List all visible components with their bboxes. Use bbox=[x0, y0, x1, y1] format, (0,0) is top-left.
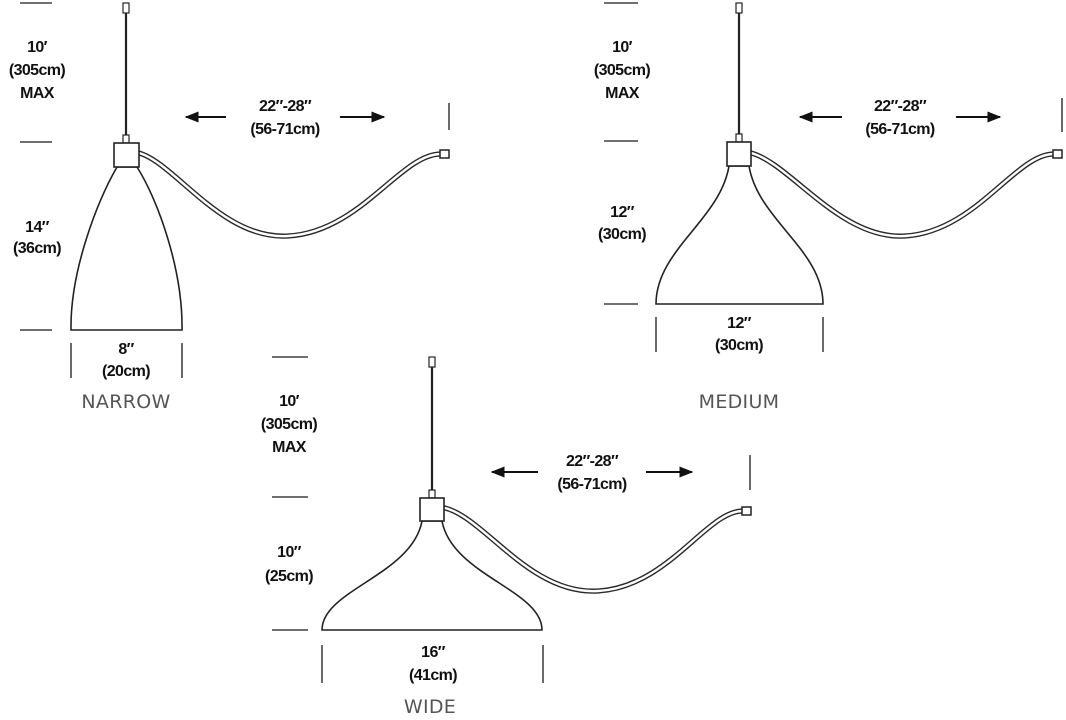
height-cm-label: (30cm) bbox=[598, 226, 646, 243]
power-cord bbox=[748, 150, 1056, 239]
width-label: 12″ bbox=[727, 315, 752, 332]
socket-housing bbox=[726, 141, 752, 167]
rod-length-cm-label: (305cm) bbox=[9, 62, 66, 79]
cord-length-label: 22″-28″ bbox=[259, 98, 312, 115]
rod-length-cm-label: (305cm) bbox=[594, 62, 651, 79]
cord-plug bbox=[1052, 149, 1063, 159]
cord-length-cm-label: (56-71cm) bbox=[557, 476, 627, 493]
cord-length-cm-label: (56-71cm) bbox=[250, 121, 320, 138]
cord-length-cm-label: (56-71cm) bbox=[865, 121, 935, 138]
model-name-label: WIDE bbox=[404, 696, 456, 718]
model-name-label: MEDIUM bbox=[699, 391, 780, 413]
rod-length-max-label: MAX bbox=[20, 85, 55, 102]
width-label: 16″ bbox=[421, 644, 446, 661]
socket-housing bbox=[113, 142, 140, 168]
rod-cap bbox=[428, 356, 436, 368]
rod-cap bbox=[122, 2, 130, 14]
height-cm-label: (25cm) bbox=[265, 568, 313, 585]
width-cm-label: (30cm) bbox=[715, 337, 763, 354]
rod-length-max-label: MAX bbox=[605, 85, 640, 102]
width-label: 8″ bbox=[118, 341, 134, 358]
rod-length-label: 10′ bbox=[27, 39, 48, 56]
rod-length-cm-label: (305cm) bbox=[261, 416, 318, 433]
model-name-label: NARROW bbox=[81, 391, 170, 413]
rod-collar bbox=[428, 489, 436, 499]
narrow-pendant: 10′ (305cm) MAX 14″ (36cm) 22″-28″ (56-7… bbox=[9, 2, 450, 413]
medium-pendant: 10′ (305cm) MAX 12″ (30cm) 22″-28″ (56-7… bbox=[594, 2, 1063, 413]
narrow-shade bbox=[70, 166, 183, 331]
width-cm-label: (20cm) bbox=[102, 363, 150, 380]
rod-length-max-label: MAX bbox=[272, 439, 307, 456]
cord-plug bbox=[741, 506, 752, 516]
socket-housing bbox=[419, 497, 445, 522]
rod-length-label: 10′ bbox=[279, 393, 300, 410]
cord-length-label: 22″-28″ bbox=[566, 453, 619, 470]
height-label: 10″ bbox=[277, 544, 302, 561]
rod-length-label: 10′ bbox=[612, 39, 633, 56]
rod-cap bbox=[735, 2, 743, 14]
rod-collar bbox=[735, 133, 743, 143]
cord-length-label: 22″-28″ bbox=[874, 98, 927, 115]
power-cord bbox=[136, 150, 443, 239]
wide-shade bbox=[321, 520, 543, 631]
height-label: 12″ bbox=[610, 204, 635, 221]
height-label: 14″ bbox=[25, 219, 50, 236]
wide-pendant: 10′ (305cm) MAX 10″ (25cm) 22″-28″ (56-7… bbox=[261, 356, 752, 718]
width-cm-label: (41cm) bbox=[409, 667, 457, 684]
cord-plug bbox=[439, 149, 450, 159]
rod-collar bbox=[122, 134, 130, 144]
medium-shade bbox=[655, 165, 824, 305]
height-cm-label: (36cm) bbox=[13, 240, 61, 257]
